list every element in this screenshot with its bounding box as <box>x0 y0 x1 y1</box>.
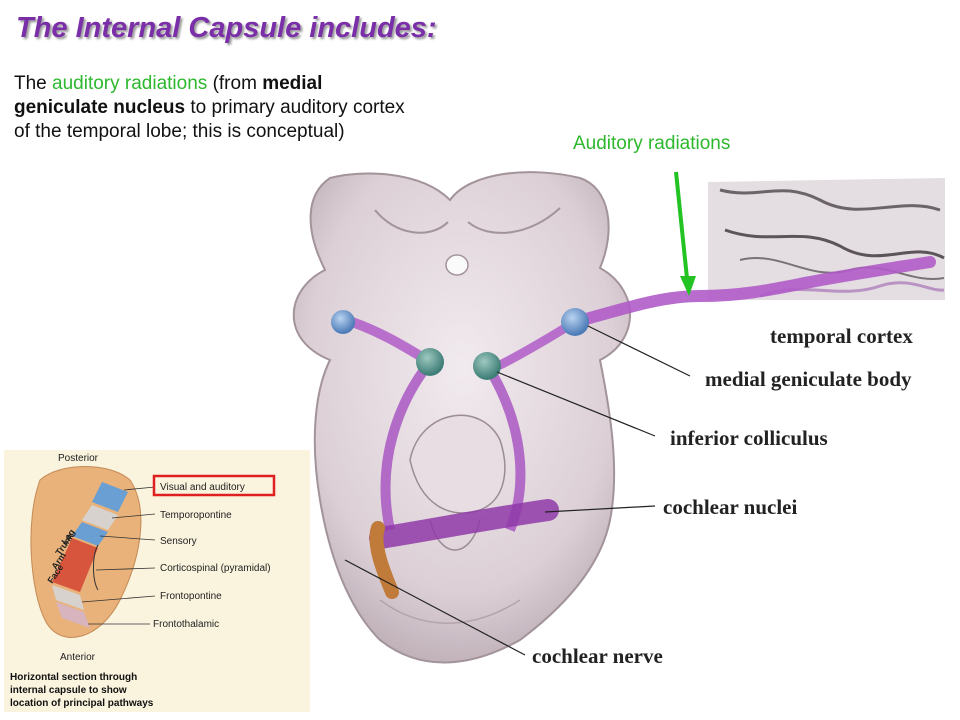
label-temporal-cortex: temporal cortex <box>770 324 913 348</box>
inset-caption-line2: internal capsule to show <box>10 685 127 696</box>
highlight-box <box>152 474 276 497</box>
leader-lines <box>344 325 691 656</box>
label-inferior-colliculus: inferior colliculus <box>670 426 828 450</box>
caption-part2: (from <box>207 73 263 94</box>
inset-label-posterior: Posterior <box>58 453 99 464</box>
tract-temporopontine: Temporopontine <box>160 510 232 521</box>
right-medial-geniculate <box>561 308 589 336</box>
green-arrow <box>674 171 696 296</box>
tract-frontopontine: Frontopontine <box>160 591 222 602</box>
brainstem-body <box>292 171 631 664</box>
caption-bold: medial geniculate nucleus <box>14 73 323 118</box>
tract-corticospinal: Corticospinal (pyramidal) <box>160 563 271 574</box>
label-cochlear-nuclei: cochlear nuclei <box>663 495 798 519</box>
slide-title: The Internal Capsule includes: <box>16 12 437 44</box>
caption-text: The auditory radiations (from medial gen… <box>14 72 414 144</box>
left-inferior-colliculus <box>416 348 444 376</box>
caption-part1: The <box>14 73 53 94</box>
auditory-radiations-label: Auditory radiations <box>573 133 731 154</box>
left-medial-geniculate <box>331 310 355 334</box>
label-medial-geniculate-body: medial geniculate body <box>705 367 912 391</box>
caption-part3: to primary auditory cortex of the tempor… <box>14 97 405 142</box>
inset-caption-line3: location of principal pathways <box>10 698 154 709</box>
tract-sensory: Sensory <box>160 536 197 547</box>
tract-visual-auditory: Visual and auditory <box>160 482 245 493</box>
inset-label-anterior: Anterior <box>60 652 96 663</box>
label-cochlear-nerve: cochlear nerve <box>532 644 663 668</box>
right-inferior-colliculus <box>473 352 501 380</box>
inset-caption-line1: Horizontal section through <box>10 672 137 683</box>
tract-frontothalamic: Frontothalamic <box>153 619 219 630</box>
caption-highlight: auditory radiations <box>52 73 208 94</box>
inset-capsule-diagram: Posterior Leg Trunk Arm Face Visual and … <box>4 450 310 712</box>
